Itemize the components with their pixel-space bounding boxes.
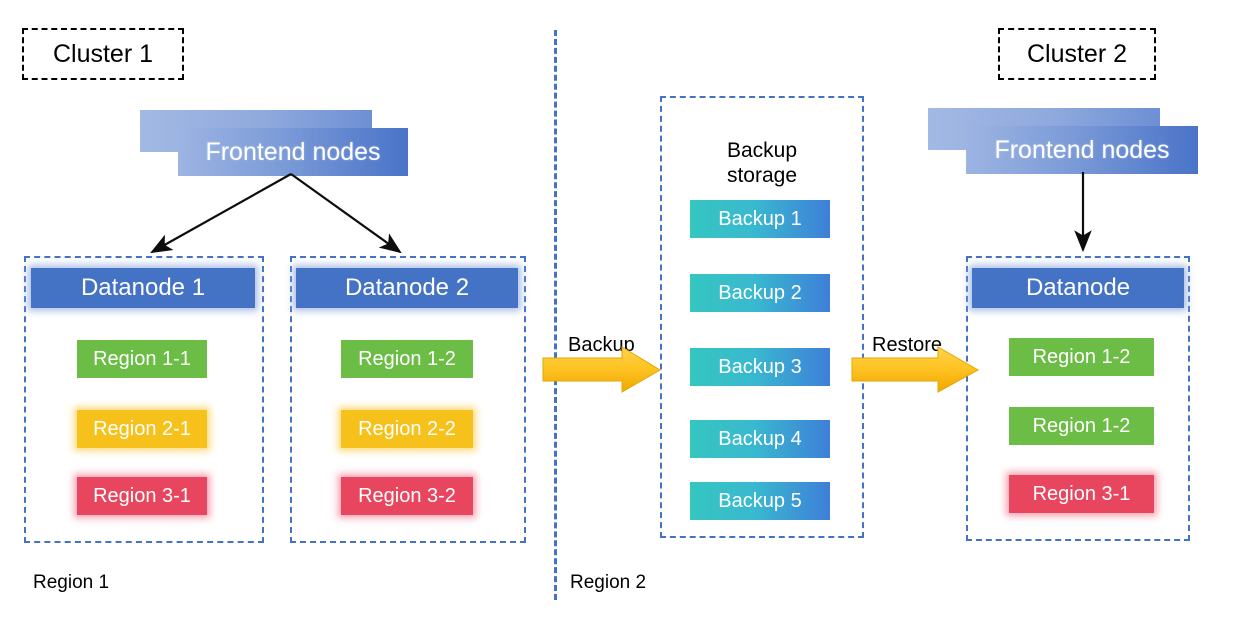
backup-chip-label: Backup 3 (718, 355, 802, 378)
datanode-2-header[interactable]: Datanode 2 (296, 268, 518, 308)
backup-storage-title: Backup storage (660, 112, 864, 189)
cluster1-frontend-card[interactable]: Frontend nodes (178, 128, 408, 176)
region-divider-line (554, 30, 557, 600)
backup-flow-text: Backup (568, 334, 635, 356)
backup-chip-2[interactable]: Backup 2 (690, 274, 830, 312)
region-chip-2-1[interactable]: Region 2-1 (77, 410, 207, 448)
connector-frontend-to-datanode-1 (150, 173, 292, 254)
datanode-1-header[interactable]: Datanode 1 (31, 268, 255, 308)
cluster2-region-chip-2[interactable]: Region 1-2 (1009, 407, 1154, 445)
region-chip-label: Region 1-1 (93, 347, 191, 370)
region-chip-label: Region 2-2 (358, 417, 456, 440)
region-chip-1-2[interactable]: Region 1-2 (341, 340, 473, 378)
cluster2-title-label: Cluster 2 (1026, 39, 1128, 68)
region-chip-label: Region 1-2 (1032, 414, 1131, 437)
restore-flow-text: Restore (872, 334, 943, 356)
cluster2-frontend-group: Frontend nodes (928, 108, 1198, 174)
region-1-footer-label: Region 1 (33, 572, 109, 594)
region-chip-3-2[interactable]: Region 3-2 (341, 477, 473, 515)
cluster1-frontend-group: Frontend nodes (140, 110, 410, 176)
region-chip-label: Region 3-1 (93, 484, 191, 507)
region-chip-label: Region 3-1 (1032, 482, 1131, 505)
region-1-footer-text: Region 1 (33, 572, 110, 593)
datanode-1-title: Datanode 1 (80, 274, 206, 301)
backup-storage-container (660, 96, 864, 538)
cluster1-title-label: Cluster 1 (52, 39, 154, 68)
backup-chip-label: Backup 1 (718, 207, 802, 230)
cluster2-frontend-card[interactable]: Frontend nodes (966, 126, 1198, 174)
backup-chip-label: Backup 2 (718, 281, 802, 304)
cluster1-frontend-label: Frontend nodes (205, 137, 381, 166)
connector-frontend-to-datanode-2 (290, 173, 402, 254)
region-chip-2-2[interactable]: Region 2-2 (341, 410, 473, 448)
cluster2-region-chip-1[interactable]: Region 1-2 (1009, 338, 1154, 376)
region-chip-label: Region 2-1 (93, 417, 191, 440)
region-2-footer-label: Region 2 (570, 572, 646, 594)
backup-chip-1[interactable]: Backup 1 (690, 200, 830, 238)
region-chip-label: Region 1-2 (1032, 345, 1131, 368)
backup-chip-5[interactable]: Backup 5 (690, 482, 830, 520)
cluster2-datanode-header[interactable]: Datanode (972, 268, 1184, 308)
region-chip-label: Region 1-2 (358, 347, 456, 370)
cluster1-title-box: Cluster 1 (22, 28, 184, 80)
region-chip-3-1[interactable]: Region 3-1 (77, 477, 207, 515)
backup-storage-title-text: Backup storage (726, 138, 798, 188)
cluster2-frontend-label: Frontend nodes (994, 135, 1170, 164)
backup-chip-3[interactable]: Backup 3 (690, 348, 830, 386)
cluster2-datanode-title: Datanode (1025, 274, 1131, 301)
region-2-footer-text: Region 2 (570, 572, 647, 593)
region-chip-1-1[interactable]: Region 1-1 (77, 340, 207, 378)
region-chip-label: Region 3-2 (358, 484, 456, 507)
restore-flow-label: Restore (872, 334, 942, 357)
cluster2-title-box: Cluster 2 (998, 28, 1156, 80)
backup-flow-label: Backup (568, 334, 635, 357)
backup-chip-label: Backup 5 (718, 489, 802, 512)
backup-chip-label: Backup 4 (718, 427, 802, 450)
backup-chip-4[interactable]: Backup 4 (690, 420, 830, 458)
datanode-2-title: Datanode 2 (344, 274, 470, 301)
cluster2-region-chip-3[interactable]: Region 3-1 (1009, 475, 1154, 513)
